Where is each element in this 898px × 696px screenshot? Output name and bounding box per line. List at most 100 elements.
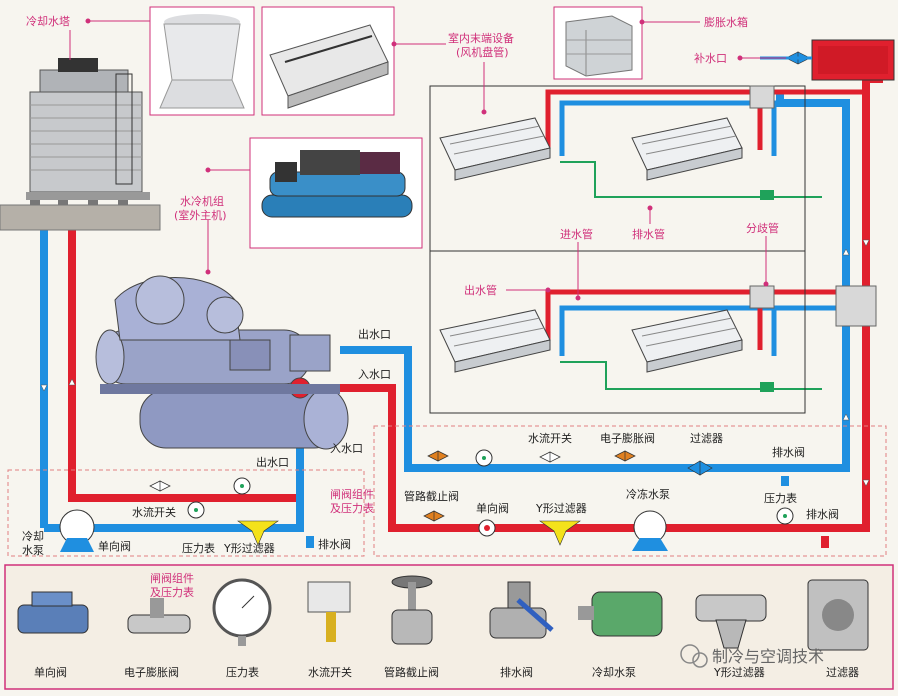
check-valve-icon [478,519,496,537]
branch-fitting [749,85,775,109]
label-drain-valve-right: 排水阀 [806,507,839,521]
watermark-text: 制冷与空调技术 [712,647,824,666]
label-water-out-1: 出水口 [358,327,391,341]
expansion-tank [811,39,895,81]
chilled-in-pipe [330,80,870,532]
y-filter-legend-icon [695,594,767,649]
label-filter-top: 过滤器 [690,432,723,445]
label-cooling-pump-1: 冷却 [22,530,44,543]
electronic-expansion-valve-icon [614,450,636,462]
label-chilled-pump: 冷冻水泵 [626,487,670,501]
drain-fitting [760,382,774,392]
legend-item-label: Y形过滤器 [713,666,765,679]
label-water-in-1: 入水口 [358,368,391,381]
label-outlet-pipe: 出水管 [464,283,497,297]
flow-arrow [842,248,850,256]
label-expansion-tank: 膨胀水箱 [704,15,748,29]
cooling-tower-photo [149,6,255,116]
legend-item-label: 排水阀 [500,665,533,679]
label-check-valve-mid: 单向阀 [476,501,509,515]
text-labels: 冷却水塔 室内末端设备 (风机盘管) 膨胀水箱 补水口 水冷机组 (室外主机) … [22,15,839,557]
expansion-tank-photo [553,6,643,80]
flow-switch-icon [149,480,171,492]
fan-coil-unit [631,309,743,373]
label-cooling-tower: 冷却水塔 [26,15,70,28]
drain-valve-icon [781,476,789,486]
fan-coils [439,85,877,392]
label-branch-pipe: 分歧管 [746,221,779,235]
electronic-expansion-valve-icon [427,450,449,462]
upper-drain [560,161,822,198]
label-elec-exp-valve: 电子膨胀阀 [600,431,655,445]
label-drain-valve-top: 排水阀 [772,445,805,459]
fan-coil-unit [631,117,743,181]
flow-arrow [40,384,48,392]
label-water-in-2: 入水口 [330,442,363,455]
label-y-filter-mid: Y形过滤器 [535,502,587,515]
valve-group-outline-left [7,469,365,557]
branch-fitting [749,285,775,309]
label-cooling-pump-2: 水泵 [22,544,44,557]
pressure-gauge-icon [776,507,794,525]
y-filter-icon [237,520,279,546]
label-pressure-gauge-right: 压力表 [764,491,797,505]
label-y-filter-left: Y形过滤器 [223,542,275,555]
drain-valve-icon [821,536,829,548]
legend-title-sub: 及压力表 [150,585,194,599]
lower-zone-box [429,250,806,414]
legend-title: 闸阀组件 [150,571,194,585]
watermark: 制冷与空调技术 [680,644,824,668]
valve-group-outline-right [373,425,887,557]
label-valve-group-2: 及压力表 [330,501,374,515]
label-makeup-port: 补水口 [694,52,727,65]
legend-item-label: 水流开关 [308,665,352,679]
chiller-photo [249,137,423,249]
fan-coil-unit [439,117,551,181]
leader-lines [69,18,786,301]
legend-item-label: 管路截止阀 [384,665,439,679]
branch-fitting [835,285,877,327]
drain-fitting [760,190,774,200]
chilled-water-pump [632,510,668,551]
lower-drain [560,361,822,390]
cooling-pump-icon [578,591,663,637]
flow-arrow [862,239,870,247]
drain-valve-icon [489,581,554,639]
pressure-gauge-icon [212,578,272,646]
pressure-gauge-icon [233,477,251,495]
cooling-tower [0,58,161,231]
flow-arrows [40,239,870,487]
label-indoor-terminal-sub: (风机盘管) [456,45,509,59]
flow-arrow [842,413,850,421]
cooling-pump-pipe [44,430,304,532]
label-chiller: 水冷机组 [180,194,224,208]
filter-legend-icon [807,579,869,651]
label-valve-group: 闸阀组件 [330,487,374,501]
drain-valve-icon [306,536,314,548]
y-filter-icon [539,520,581,546]
cooling-pump [59,509,95,552]
flow-arrow [862,479,870,487]
legend-item-label: 过滤器 [826,666,859,679]
flow-switch-icon [307,581,351,642]
label-inlet-pipe: 进水管 [560,227,593,241]
label-water-out-2: 出水口 [256,455,289,469]
check-valve-icon [17,591,89,634]
pipe-stop-valve-icon [391,575,433,645]
label-indoor-terminal: 室内末端设备 [448,31,514,45]
label-chiller-sub: (室外主机) [174,208,227,222]
pressure-gauge-icon [187,501,205,519]
label-flow-switch-left: 水流开关 [132,505,176,519]
pipe-stop-valve-icon [423,510,445,522]
label-drain-pipe: 排水管 [632,227,665,241]
legend-item-label: 压力表 [226,665,259,679]
filter-icon [687,460,713,476]
fan-coil-unit [439,309,551,373]
flow-arrow [68,378,76,386]
centrifugal-chiller [95,275,349,450]
electronic-expansion-valve-icon [127,598,191,634]
pressure-gauge-icon [475,449,493,467]
legend-item-label: 冷却水泵 [592,666,636,679]
